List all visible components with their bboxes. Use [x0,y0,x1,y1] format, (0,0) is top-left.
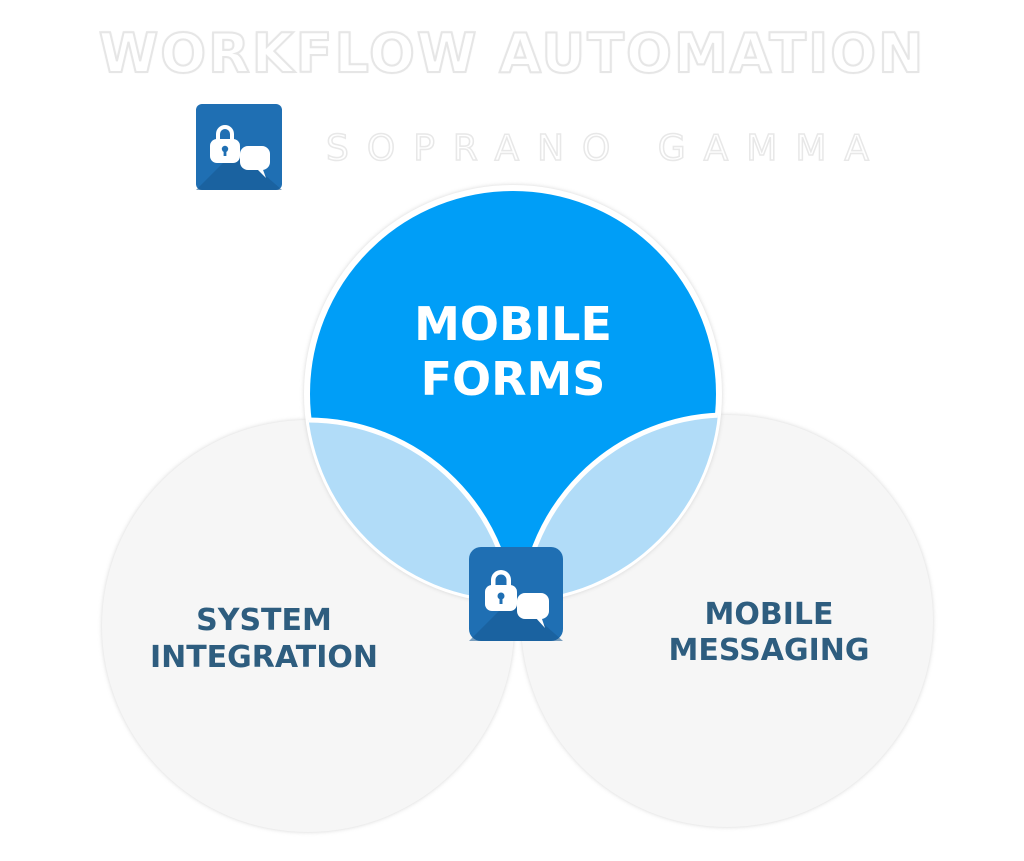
center-lock-chat-icon [469,547,563,641]
label-messaging-line1: MOBILE [705,597,834,632]
label-forms-line2: FORMS [421,352,606,406]
brand-row: SOPRANO GAMMA [196,104,896,192]
lock-chat-icon [196,104,282,190]
label-integration-line2: INTEGRATION [150,640,378,675]
label-messaging-line2: MESSAGING [669,633,870,668]
label-forms-line1: MOBILE [414,297,612,351]
page-title: WORKFLOW AUTOMATION [98,21,926,86]
label-integration-line1: SYSTEM [196,603,332,638]
overlap-forms-messaging [518,412,719,600]
brand-name: SOPRANO GAMMA [325,127,888,170]
